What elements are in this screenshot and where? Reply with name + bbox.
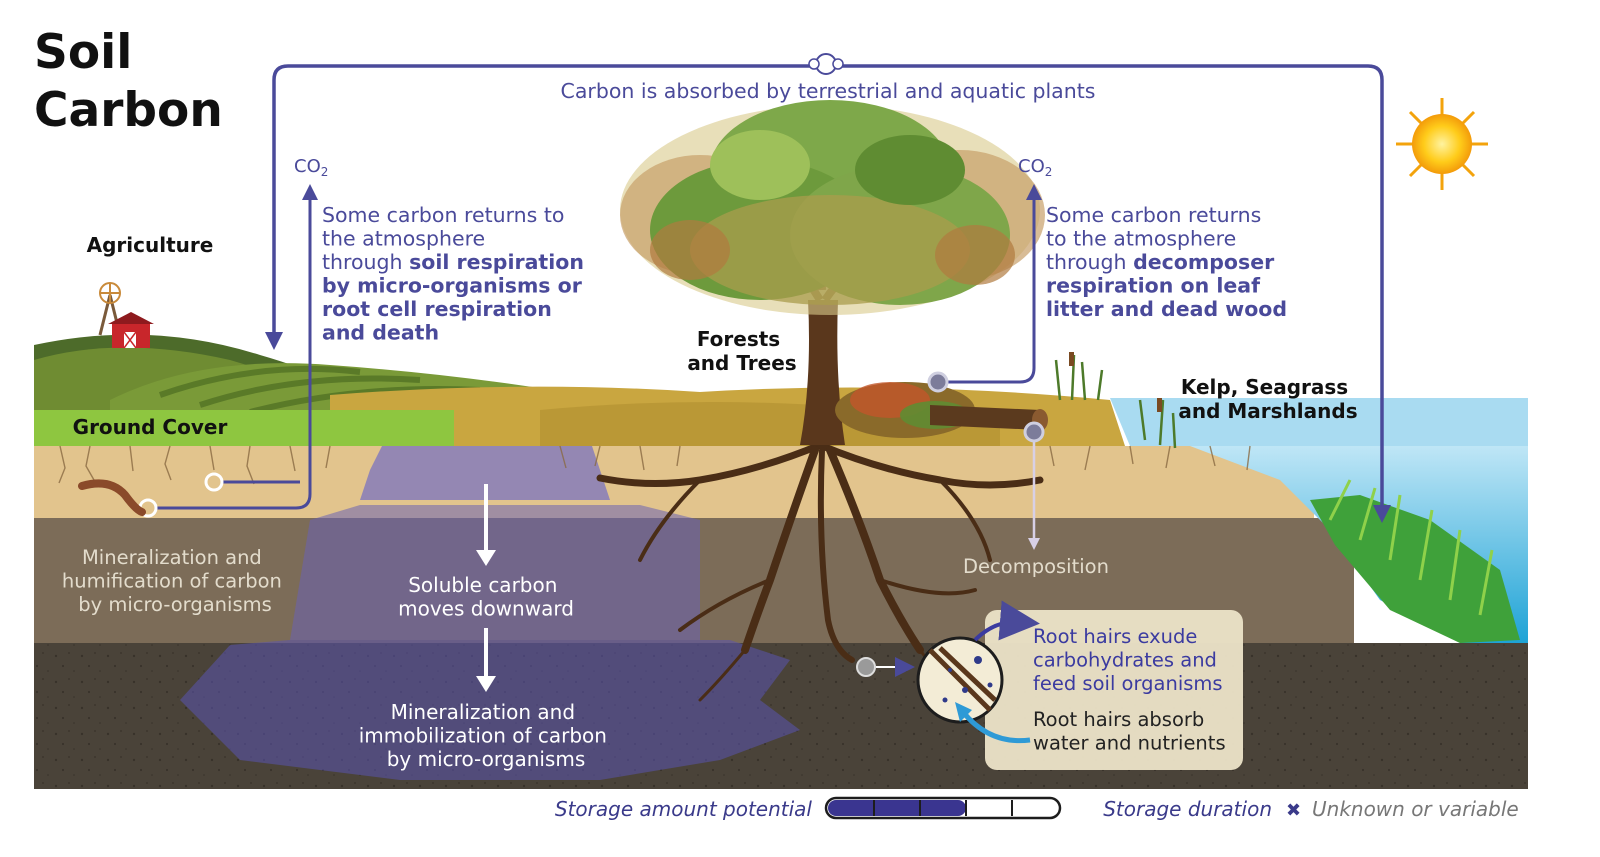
absorption-arrowhead-right [1373,505,1391,523]
soil-organisms [942,656,993,703]
root-hair-strand [928,646,997,712]
tree-canopy [620,100,1045,315]
field-stripes [159,365,561,421]
seagrass-highlights [1328,479,1494,616]
absorption-arrowhead-left [265,332,283,350]
soil-node [204,472,224,492]
page-title-line2: Carbon [34,83,223,138]
exude-arrow [973,600,1040,642]
top-loop-node [808,53,844,75]
right-co2-label: CO2 [1018,156,1052,179]
mineralization-immobilization-text: Mineralization and immobilization of car… [359,700,614,771]
water-area [1110,398,1528,643]
root-connector-node [856,657,876,677]
storage-meter-ticks [873,800,1013,816]
storage-meter-fill [828,800,966,816]
soluble-carbon-plume-top [360,440,610,500]
farm [98,282,154,349]
absorb-arrow-head [955,702,972,722]
page-title-line1: Soil [34,25,132,80]
forests-label: Forests and Trees [687,327,796,375]
soil-respiration-text: Some carbon returns to the atmosphere th… [322,203,590,345]
log-node [1023,421,1045,443]
root-hairs-inset [856,600,1243,770]
agriculture-label: Agriculture [87,233,214,257]
marsh-reeds [1054,352,1177,449]
storage-amount-label: Storage amount potential [555,797,813,821]
root-exude-text: Root hairs exude carbohydrates and feed … [1033,625,1223,695]
ground-cover-roots [58,445,1251,485]
tree-trunk [800,300,845,445]
decomposer-arrowhead [1026,184,1042,200]
carbon-flow-arrows [78,53,1391,692]
decomposition-label: Decomposition [963,555,1109,578]
litter-node [927,371,949,393]
soil-respiration-arrowhead [302,184,318,200]
tree-roots [596,441,1044,712]
ground-cover-strip [34,410,454,446]
storage-duration-value: Unknown or variable [1312,797,1519,821]
soluble-carbon-text: Soluble carbon moves downward [398,573,574,621]
soluble-arrowhead-1 [476,550,496,566]
legend: Storage amount potential Storage duratio… [555,796,1519,821]
barn-icon [108,312,154,349]
decomposition-arrowhead [1028,538,1040,550]
earthworm-icon [78,479,146,516]
left-co2-label: CO2 [294,156,328,179]
kelp-label: Kelp, Seagrass and Marshlands [1178,375,1357,423]
absorption-label: Carbon is absorbed by terrestrial and aq… [561,79,1096,103]
x-icon: ✖ [1286,800,1301,821]
soil-layers [34,440,1528,789]
soluble-carbon-plume-deep [180,640,800,780]
root-box-panel [985,610,1243,770]
decomposer-respiration-text: Some carbon returns to the atmosphere th… [1046,203,1287,321]
tree [596,100,1045,712]
soil-respiration-arrow [148,195,312,510]
soluble-carbon-plume-mid [290,505,700,640]
absorb-arrow [961,710,1031,744]
soluble-arrowhead-2 [476,676,496,692]
storage-amount-meter [824,796,1062,820]
mineralization-humification-text: Mineralization and humification of carbo… [62,546,288,616]
decomposer-respiration-arrow [940,195,1036,384]
sun-icon [1396,98,1488,190]
storage-duration-label: Storage duration [1103,797,1272,821]
ground-cover-label: Ground Cover [73,415,228,439]
root-absorb-text: Root hairs absorb water and nutrients [1033,708,1226,755]
sky-band [1110,398,1528,446]
